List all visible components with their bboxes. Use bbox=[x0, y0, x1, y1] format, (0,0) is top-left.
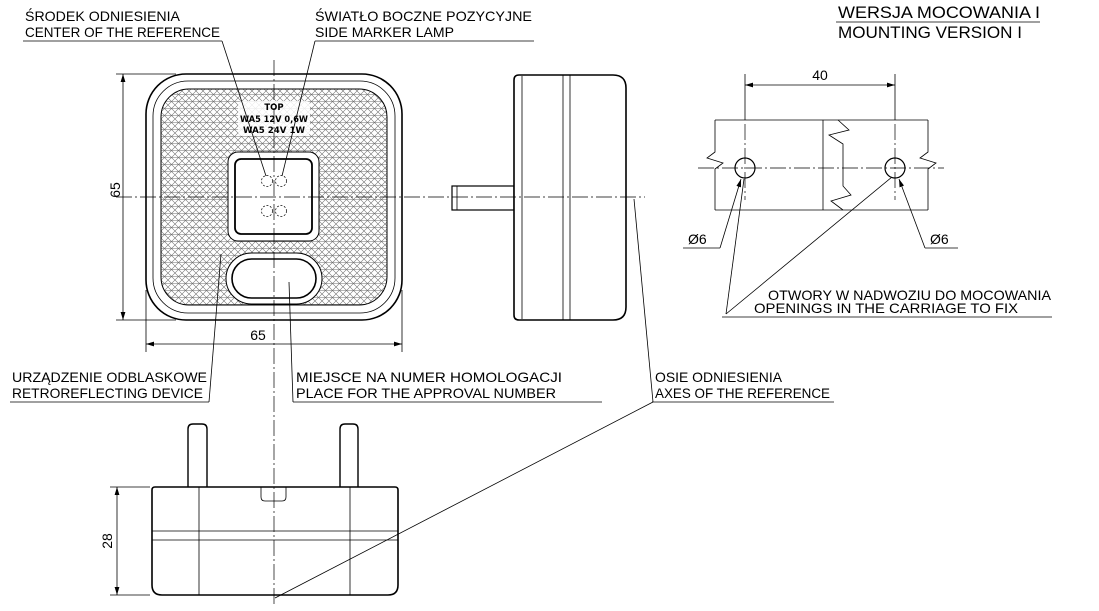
light-source-lower-left bbox=[261, 205, 273, 217]
side-marker-lamp-label-en: SIDE MARKER LAMP bbox=[315, 24, 454, 40]
axes-of-reference-label-en: AXES OF THE REFERENCE bbox=[655, 385, 830, 401]
center-of-reference-label-en: CENTER OF THE REFERENCE bbox=[25, 24, 220, 40]
hole-diameter-left-label: Ø6 bbox=[688, 231, 707, 247]
callout-retroreflecting-device: URZĄDZENIE ODBLASKOWE RETROREFLECTING DE… bbox=[10, 253, 222, 403]
retroreflecting-device-label-en: RETROREFLECTING DEVICE bbox=[12, 385, 203, 401]
approval-number-place-leader bbox=[288, 281, 294, 403]
hole-diameter-right-label: Ø6 bbox=[930, 231, 949, 247]
callout-axes-of-reference: OSIE ODNIESIENIA AXES OF THE REFERENCE bbox=[274, 198, 834, 599]
retroreflecting-device-leader bbox=[208, 253, 222, 403]
side-marker-lamp-leader bbox=[281, 40, 316, 177]
plate-break-right bbox=[919, 120, 937, 210]
mounting-version-title-pl: WERSJA MOCOWANIA I bbox=[838, 4, 1040, 22]
mounting-openings-label-pl: OTWORY W NADWOZIU DO MOCOWANIA bbox=[768, 287, 1052, 303]
side-view bbox=[451, 74, 627, 321]
callout-center-of-reference: ŚRODEK ODNIESIENIA CENTER OF THE REFEREN… bbox=[23, 7, 267, 177]
retroreflecting-device-label-pl: URZĄDZENIE ODBLASKOWE bbox=[12, 369, 207, 385]
side-marker-lamp-label-pl: ŚWIATŁO BOCZNE POZYCYJNE bbox=[315, 7, 532, 24]
reference-axes bbox=[116, 60, 645, 604]
mounting-openings-leader-right bbox=[725, 176, 893, 315]
depth-dimension: 28 bbox=[99, 533, 115, 549]
bottom-housing-outline bbox=[151, 486, 399, 596]
mounting-stud bbox=[451, 185, 515, 211]
axes-of-reference-leader-vertical-axis bbox=[274, 401, 654, 599]
hole-diameter-right-leader bbox=[898, 178, 926, 249]
lamp-marking-line-3: WA5 24V 1W bbox=[243, 126, 306, 136]
center-of-reference-leader bbox=[221, 40, 267, 177]
approval-number-place-label-pl: MIEJSCE NA NUMER HOMOLOGACJI bbox=[296, 369, 562, 385]
axes-of-reference-leader-horizontal-axis bbox=[633, 198, 654, 403]
height-dimension: 65 bbox=[107, 182, 123, 198]
light-source-upper-right bbox=[275, 175, 287, 187]
approval-number-place-label-en: PLACE FOR THE APPROVAL NUMBER bbox=[296, 385, 556, 401]
plate-break-left bbox=[706, 120, 724, 210]
hole-diameter-left-leader bbox=[719, 178, 742, 249]
mounting-version-title-en: MOUNTING VERSION I bbox=[838, 24, 1022, 42]
mounting-openings-label-en: OPENINGS IN THE CARRIAGE TO FIX bbox=[754, 300, 1019, 316]
mounting-version-view: 40 Ø6 Ø6 OTWORY W NADWOZIU DO MOCOWANIA … bbox=[683, 4, 1052, 318]
pin-right bbox=[339, 423, 359, 487]
center-of-reference-label-pl: ŚRODEK ODNIESIENIA bbox=[25, 7, 181, 24]
bottom-view bbox=[151, 423, 399, 596]
front-dimensions: 65 65 28 bbox=[99, 73, 403, 596]
callout-approval-number-place: MIEJSCE NA NUMER HOMOLOGACJI PLACE FOR T… bbox=[288, 281, 602, 403]
pin-left bbox=[187, 423, 208, 487]
callout-side-marker-lamp: ŚWIATŁO BOCZNE POZYCYJNE SIDE MARKER LAM… bbox=[281, 7, 534, 177]
plate-break-middle-zigzag bbox=[828, 119, 852, 211]
width-dimension: 65 bbox=[250, 327, 266, 343]
hole-spacing-dimension: 40 bbox=[812, 67, 828, 83]
bottom-housing-notch bbox=[260, 487, 287, 502]
light-source-lower-right bbox=[275, 205, 287, 217]
lamp-window bbox=[234, 158, 313, 235]
mounting-openings-leader-left bbox=[725, 178, 745, 315]
axes-of-reference-label-pl: OSIE ODNIESIENIA bbox=[655, 369, 783, 385]
light-source-upper-left bbox=[261, 175, 273, 187]
